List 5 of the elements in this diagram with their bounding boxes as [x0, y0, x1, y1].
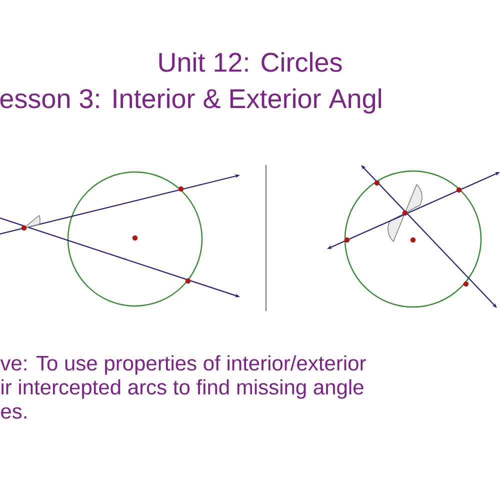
subtitle: esson 3: Interior & Exterior Angl: [0, 88, 381, 114]
objective-text: ve: To use properties of interior/exterior: [0, 355, 366, 375]
title: Unit 12: Circles: [159, 52, 342, 72]
objective-text: es.: [1, 407, 26, 419]
objective-text: ir intercepted arcs to find missing angle: [2, 379, 364, 399]
